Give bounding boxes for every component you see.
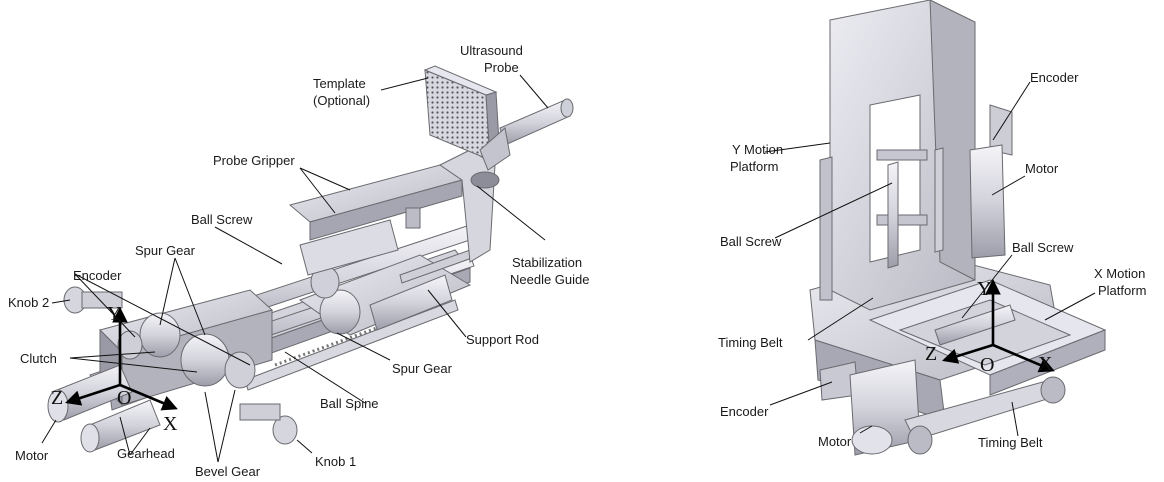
label-clutch: Clutch xyxy=(20,351,57,366)
label-stabilization-line2: Needle Guide xyxy=(510,272,590,287)
left-z-axis-arrow xyxy=(65,383,121,406)
label-x-motion-platform-line2: Platform xyxy=(1098,283,1146,298)
label-knob-2: Knob 2 xyxy=(8,295,49,310)
right-part-labels: Y Motion Platform Encoder Motor Ball Scr… xyxy=(718,70,1146,450)
left-x-axis-arrow xyxy=(119,383,178,411)
label-encoder-top: Encoder xyxy=(1030,70,1079,85)
label-ultrasound-probe-line2: Probe xyxy=(484,60,519,75)
label-motor-left: Motor xyxy=(15,448,49,463)
label-support-rod: Support Rod xyxy=(466,332,539,347)
right-leader-lines xyxy=(764,81,1096,437)
label-stabilization-line1: Stabilization xyxy=(512,255,582,270)
left-axis-y-label: Y xyxy=(107,303,121,325)
label-ball-screw-left: Ball Screw xyxy=(191,212,253,227)
right-mechanism-drawing xyxy=(809,0,1107,456)
label-timing-belt-left: Timing Belt xyxy=(718,335,783,350)
left-leader-lines xyxy=(41,74,549,463)
right-axis-x-label: X xyxy=(1038,353,1053,375)
label-template-line1: Template xyxy=(313,76,366,91)
right-x-axis-arrow xyxy=(992,343,1055,373)
left-mechanism-drawing xyxy=(47,65,574,453)
label-ball-screw-right-left: Ball Screw xyxy=(720,234,782,249)
label-motor-top: Motor xyxy=(1025,161,1059,176)
label-encoder-left: Encoder xyxy=(73,268,122,283)
label-y-motion-platform-line2: Platform xyxy=(730,159,778,174)
label-probe-gripper: Probe Gripper xyxy=(213,153,295,168)
label-spur-gear-mid: Spur Gear xyxy=(392,361,453,376)
label-encoder-bottom: Encoder xyxy=(720,404,769,419)
right-coordinate-axes: Y X Z O xyxy=(925,278,1055,376)
label-knob-1: Knob 1 xyxy=(315,454,356,469)
label-ultrasound-probe-line1: Ultrasound xyxy=(460,43,523,58)
left-axis-x-label: X xyxy=(163,413,178,435)
label-timing-belt-bottom: Timing Belt xyxy=(978,435,1043,450)
label-ball-screw-right-top: Ball Screw xyxy=(1012,240,1074,255)
label-ball-spine: Ball Spine xyxy=(320,396,379,411)
right-z-axis-arrow xyxy=(942,343,994,364)
label-gearhead: Gearhead xyxy=(117,446,175,461)
label-x-motion-platform-line1: X Motion xyxy=(1094,266,1145,281)
label-motor-bottom: Motor xyxy=(818,434,852,449)
label-y-motion-platform-line1: Y Motion xyxy=(732,142,783,157)
right-axis-z-label: Z xyxy=(925,343,937,365)
left-axis-origin-label: O xyxy=(117,387,131,409)
left-axis-z-label: Z xyxy=(51,387,63,409)
left-part-labels: Ultrasound Probe Template (Optional) Pro… xyxy=(8,43,590,479)
right-axis-origin-label: O xyxy=(980,354,994,376)
label-template-line2: (Optional) xyxy=(313,93,370,108)
label-bevel-gear: Bevel Gear xyxy=(195,464,261,479)
label-spur-gear-top: Spur Gear xyxy=(135,243,196,258)
